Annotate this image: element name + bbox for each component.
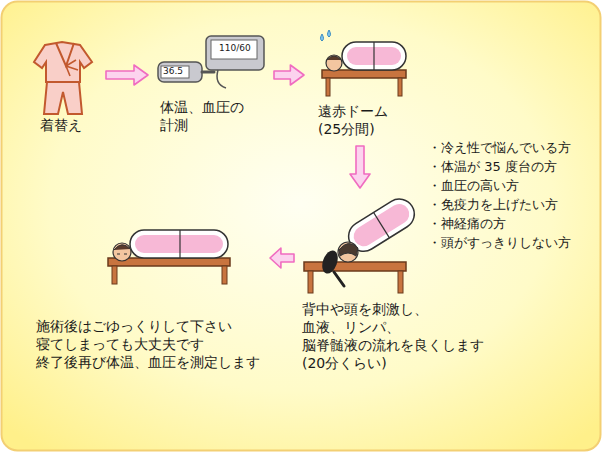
- treatment-icon-part: [308, 271, 313, 293]
- treatment-icon-part-part: [374, 212, 390, 237]
- step-box: 着替え: [28, 36, 100, 138]
- step-caption: 施術後はごゆっくりして下さい 寝てしまっても大丈夫です 終了後再び体温、血圧を測…: [36, 317, 260, 371]
- thermometer-icon-part: [158, 62, 202, 82]
- treatment-icon-part: [319, 248, 340, 275]
- treatment-icon-part-part: [350, 200, 413, 250]
- dome-bed-icon: [321, 30, 407, 96]
- list-item: ・冷え性で悩んでいる方: [428, 140, 571, 156]
- resting-icon-part: [117, 254, 127, 255]
- list-item: ・体温が 35 度台の方: [428, 159, 557, 175]
- resting-icon-part: [114, 245, 130, 250]
- kimono-icon: [34, 42, 92, 114]
- treatment-icon-part: [339, 243, 358, 256]
- display-reading: 110/60: [219, 43, 251, 54]
- resting-icon-part: [179, 230, 180, 258]
- dome-bed-icon-part: [398, 78, 402, 96]
- list-item: ・免疫力を上げたい方: [428, 197, 558, 213]
- step-caption: 体温、血圧の 計測: [160, 98, 262, 134]
- step-caption: 着替え: [40, 116, 94, 134]
- kimono-icon-part: [34, 42, 92, 82]
- thermometer-icon-part: [202, 71, 214, 74]
- flow-arrow: [350, 146, 370, 188]
- blood-pressure-monitor-icon-part: [217, 70, 226, 88]
- flow-arrow: [106, 65, 148, 85]
- resting-icon-part: [113, 243, 131, 261]
- dome-bed-icon-part: [326, 78, 330, 96]
- dome-bed-icon-part: [321, 30, 331, 41]
- step-box: 施術後はごゆっくりして下さい 寝てしまっても大丈夫です 終了後再び体温、血圧を測…: [30, 222, 266, 375]
- display-reading: 36.5: [163, 66, 183, 77]
- treatment-icon-part: [334, 272, 344, 286]
- treatment-icon-part: [304, 262, 406, 271]
- dome-bed-icon-part: [373, 42, 374, 70]
- step-caption: 遠赤ドーム (25分間): [318, 102, 402, 138]
- blood-pressure-monitor-icon-part: [206, 36, 264, 70]
- treatment-icon: [304, 193, 420, 293]
- treatment-icon-part: [398, 271, 403, 293]
- resting-icon: [108, 230, 230, 284]
- kimono-icon-part: [66, 60, 78, 76]
- treatment-icon-part: [338, 242, 358, 262]
- resting-icon-part: [112, 266, 117, 284]
- resting-icon-part: [135, 235, 223, 253]
- resting-icon-part: [222, 266, 227, 284]
- flow-arrow: [274, 65, 304, 85]
- dome-bed-icon-part: [327, 56, 341, 60]
- step-caption: 背中や頭を刺激し、 血液、リンパ、 脳脊髄液の流れを良くします (20分くらい): [302, 300, 484, 372]
- list-item: ・血圧の高い方: [428, 178, 519, 194]
- kimono-icon-part: [44, 82, 82, 114]
- step-box: 遠赤ドーム (25分間): [308, 30, 408, 142]
- thermometer-icon-part: [161, 66, 189, 78]
- resting-icon-part: [130, 230, 228, 258]
- blood-pressure-monitor-icon-part: [211, 40, 257, 59]
- flow-arrow: [270, 248, 294, 268]
- list-item: ・神経痛の方: [428, 216, 506, 232]
- blood-pressure-monitor-icon: [206, 36, 264, 88]
- dome-bed-icon-part: [326, 55, 342, 71]
- dome-bed-icon-part: [342, 42, 406, 70]
- list-item: ・頭がすっきりしない方: [428, 235, 571, 251]
